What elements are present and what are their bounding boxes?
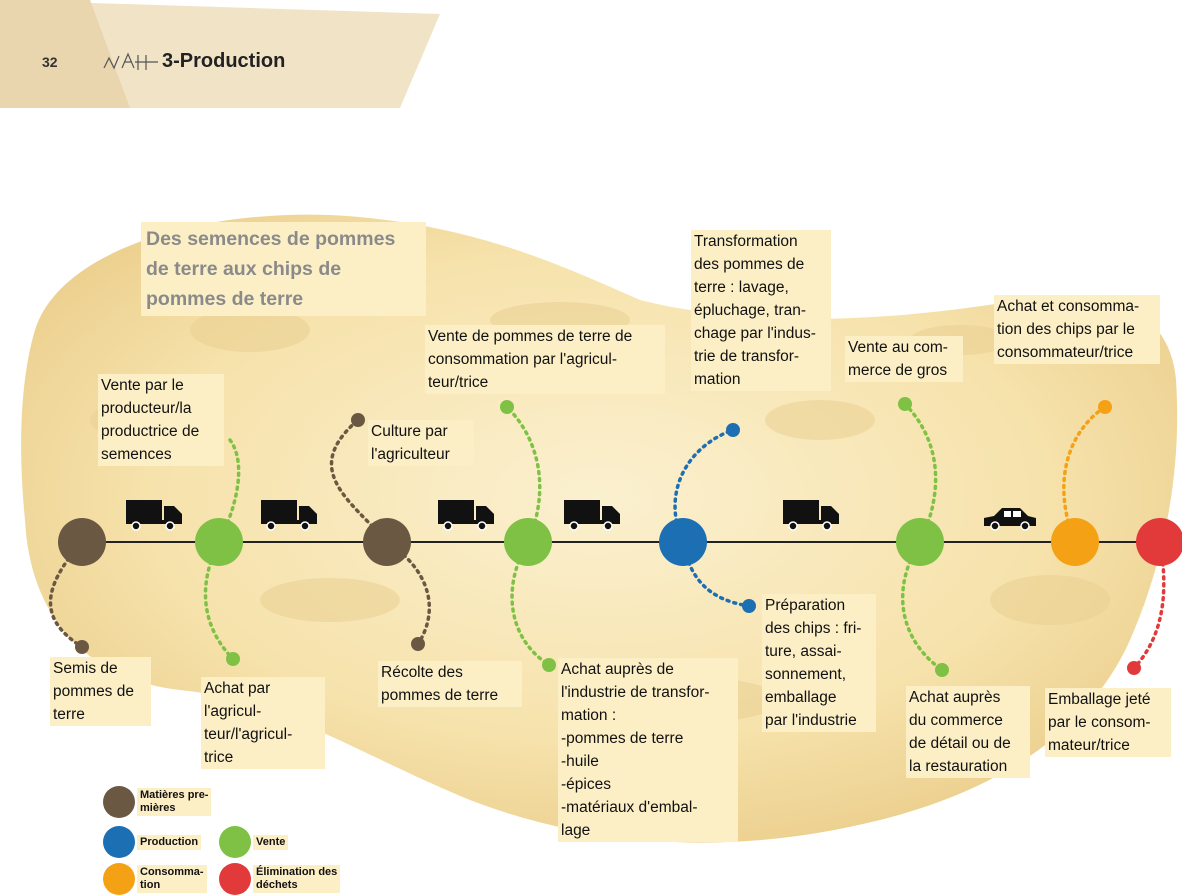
legend-sale-label: Vente: [253, 834, 289, 850]
dot-recolte: [411, 637, 425, 651]
label-detail: Achat auprès du commerce de détail ou de…: [906, 686, 1030, 778]
legend-production: Production: [103, 826, 202, 858]
label-achat-conso: Achat et consomma- tion des chips par le…: [994, 295, 1160, 364]
logo-icon: [103, 52, 158, 70]
car-icon: [984, 508, 1036, 531]
legend-raw-label: Matières pre- mières: [137, 788, 212, 816]
node-sale-2: [504, 518, 552, 566]
legend-sale: Vente: [219, 826, 289, 858]
connector-detail: [900, 540, 944, 672]
legend-production-label: Production: [137, 834, 202, 850]
node-sale-1: [195, 518, 243, 566]
connector-transformation: [673, 428, 735, 544]
connector-vente-pommes: [505, 405, 542, 544]
truck-icon: [783, 500, 839, 531]
truck-icon: [438, 500, 494, 531]
dot-achat-agri: [226, 652, 240, 666]
node-raw-1: [58, 518, 106, 566]
node-disposal: [1136, 518, 1182, 566]
dot-preparation: [742, 599, 756, 613]
legend-disposal-swatch: [219, 863, 251, 895]
legend-raw: Matières pre- mières: [103, 786, 212, 818]
dot-semis: [75, 640, 89, 654]
legend-consumption-swatch: [103, 863, 135, 895]
page-number: 32: [42, 54, 58, 70]
truck-icon: [126, 500, 182, 531]
legend-consumption: Consomma- tion: [103, 863, 207, 895]
label-culture: Culture par l'agriculteur: [368, 420, 474, 466]
legend-consumption-label: Consomma- tion: [137, 865, 207, 893]
legend-raw-swatch: [103, 786, 135, 818]
dot-culture: [351, 413, 365, 427]
dot-achat-industrie: [542, 658, 556, 672]
node-production: [659, 518, 707, 566]
label-emballage: Emballage jeté par le consom- mateur/tri…: [1045, 688, 1171, 757]
truck-icon: [261, 500, 317, 531]
label-vente-semences: Vente par le producteur/la productrice d…: [98, 374, 224, 466]
dot-detail: [935, 663, 949, 677]
label-achat-industrie: Achat auprès de l'industrie de transfor-…: [558, 658, 738, 842]
diagram-title: Des semences de pommes de terre aux chip…: [141, 222, 426, 316]
label-vente-pommes: Vente de pommes de terre de consommation…: [425, 325, 665, 394]
dot-transformation: [726, 423, 740, 437]
legend-disposal-label: Élimination des déchets: [253, 865, 341, 893]
label-semis: Semis de pommes de terre: [50, 657, 151, 726]
connector-preparation: [681, 540, 751, 608]
header-tab: [0, 0, 440, 108]
label-recolte: Récolte des pommes de terre: [378, 661, 522, 707]
dot-gros: [898, 397, 912, 411]
label-transformation: Transformation des pommes de terre : lav…: [691, 230, 831, 391]
dot-emballage: [1127, 661, 1141, 675]
legend-disposal: Élimination des déchets: [219, 863, 341, 895]
label-preparation: Préparation des chips : fri- ture, assai…: [762, 594, 876, 732]
legend-production-swatch: [103, 826, 135, 858]
dot-achat-conso: [1098, 400, 1112, 414]
truck-icon: [564, 500, 620, 531]
legend-sale-swatch: [219, 826, 251, 858]
connector-achat-industrie: [510, 540, 551, 667]
chapter-title: 3-Production: [162, 50, 286, 72]
node-sale-3: [896, 518, 944, 566]
node-consumption: [1051, 518, 1099, 566]
dot-vente-pommes: [500, 400, 514, 414]
connector-emballage: [1132, 540, 1166, 670]
node-raw-2: [363, 518, 411, 566]
label-achat-agri: Achat par l'agricul- teur/l'agricul- tri…: [201, 677, 325, 769]
label-gros: Vente au com- merce de gros: [845, 336, 963, 382]
